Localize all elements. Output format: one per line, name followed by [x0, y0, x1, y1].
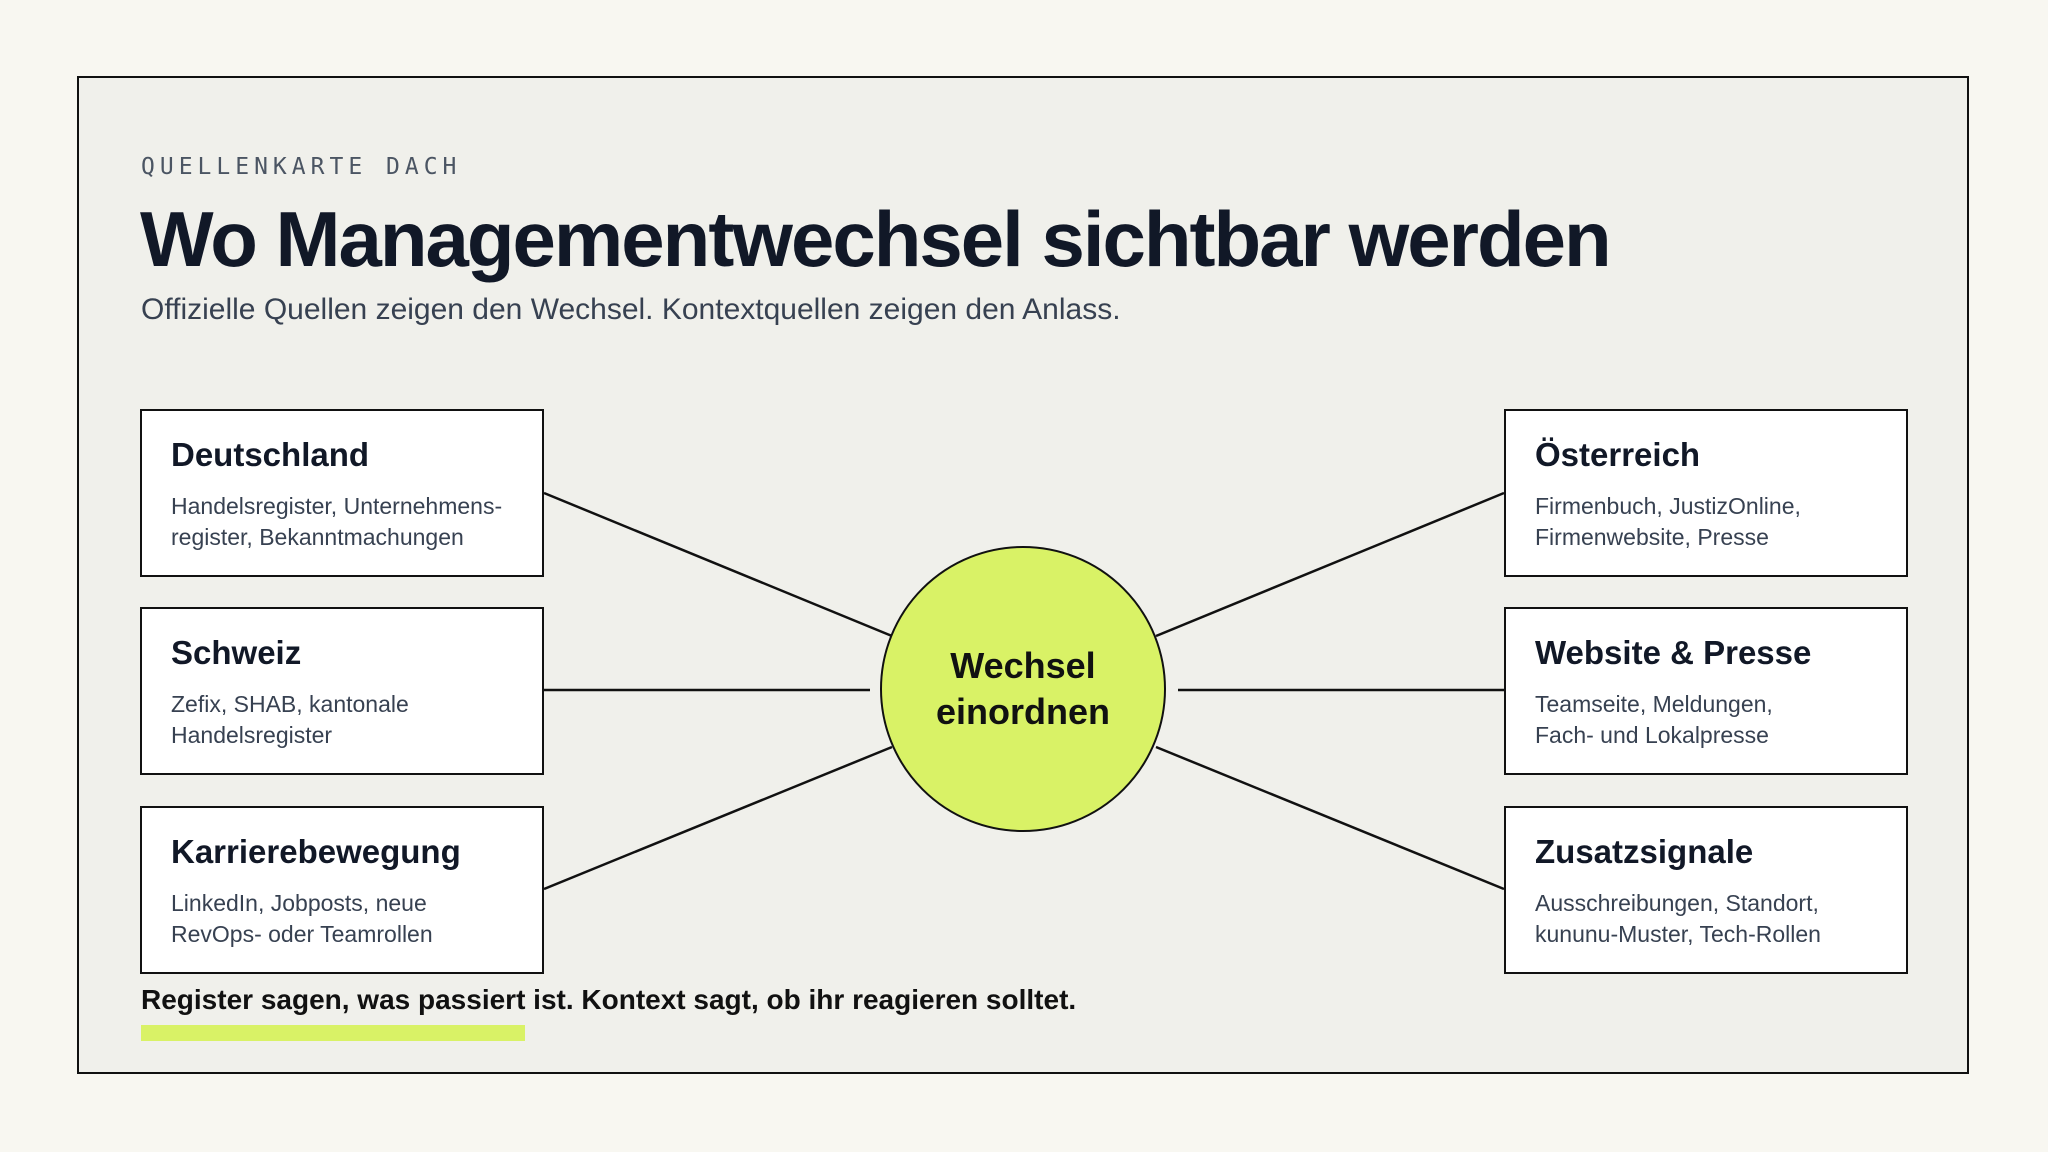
node-karrierebewegung: Karrierebewegung LinkedIn, Jobposts, neu… — [140, 806, 544, 974]
node-description: Handelsregister, Unternehmens- register,… — [171, 493, 503, 550]
footer-note: Register sagen, was passiert ist. Kontex… — [141, 984, 1077, 1015]
connector-right-1 — [1155, 491, 1505, 638]
node-zusatzsignale: Zusatzsignale Ausschreibungen, Standort,… — [1504, 806, 1908, 974]
node-title: Schweiz — [171, 634, 302, 671]
node-website-presse: Website & Presse Teamseite, Meldungen, F… — [1504, 607, 1908, 775]
node-oesterreich: Österreich Firmenbuch, JustizOnline, Fir… — [1504, 409, 1908, 577]
node-description: Firmenbuch, JustizOnline, Firmenwebsite,… — [1535, 493, 1801, 550]
node-schweiz: Schweiz Zefix, SHAB, kantonale Handelsre… — [140, 607, 544, 775]
hub-label: Wechsel einordnen — [935, 645, 1110, 732]
node-description: Teamseite, Meldungen, Fach- und Lokalpre… — [1535, 691, 1773, 748]
node-title: Website & Presse — [1535, 634, 1812, 671]
node-title: Deutschland — [171, 436, 370, 473]
node-description: LinkedIn, Jobposts, neue RevOps- oder Te… — [171, 890, 433, 947]
connector-left-3 — [543, 745, 893, 891]
connector-right-3 — [1155, 745, 1505, 891]
node-deutschland: Deutschland Handelsregister, Unternehmen… — [140, 409, 544, 577]
node-description: Ausschreibungen, Standort, kununu-Muster… — [1535, 890, 1821, 947]
node-title: Österreich — [1535, 436, 1701, 473]
eyebrow-label: QUELLENKARTE DACH — [141, 154, 462, 180]
hub-circle: Wechsel einordnen — [880, 546, 1166, 832]
connector-left-1 — [543, 491, 893, 638]
node-description: Zefix, SHAB, kantonale Handelsregister — [171, 691, 409, 748]
accent-underline — [141, 1025, 525, 1041]
page-title: Wo Managementwechsel sichtbar werden — [140, 195, 1612, 283]
page-subtitle: Offizielle Quellen zeigen den Wechsel. K… — [141, 293, 1121, 326]
node-title: Zusatzsignale — [1535, 833, 1754, 870]
node-title: Karrierebewegung — [171, 833, 461, 870]
